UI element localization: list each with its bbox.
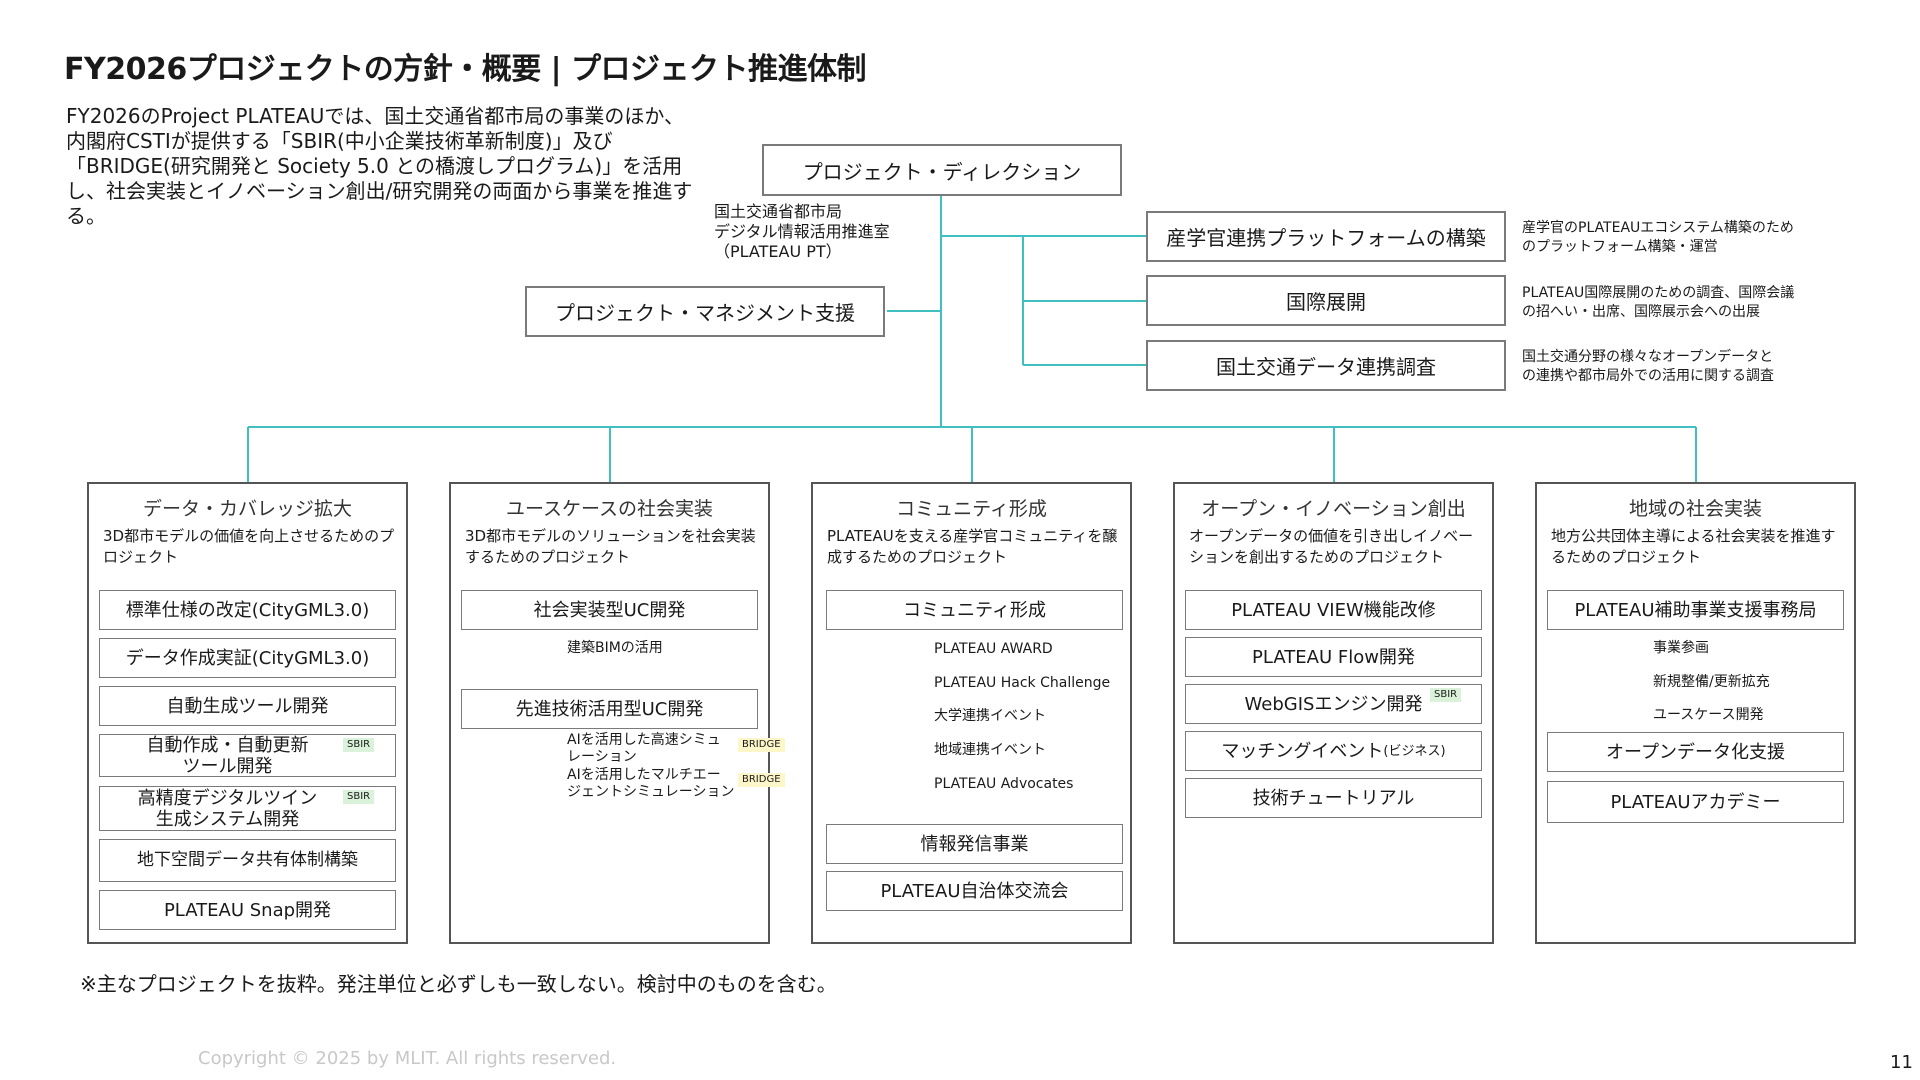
item-box: 技術チュートリアル	[1185, 778, 1482, 818]
panel-desc: 3D都市モデルの価値を向上させるためのプロジェクト	[103, 527, 395, 566]
sub-item: PLATEAU Hack Challenge	[934, 675, 1111, 691]
item-box: 地下空間データ共有体制構築	[99, 839, 396, 882]
panel-data-coverage: データ・カバレッジ拡大 3D都市モデルの価値を向上させるためのプロジェクト 標準…	[87, 482, 408, 944]
panel-regional: 地域の社会実装 地方公共団体主導による社会実装を推進するためのプロジェクト PL…	[1535, 482, 1856, 944]
sub-item: AIを活用したマルチエー ジェントシミュレーション	[567, 767, 735, 800]
right-item-platform-desc: 産学官のPLATEAUエコシステム構築のため のプラットフォーム構築・運営	[1522, 220, 1794, 255]
owner-label: 国土交通省都市局 デジタル情報活用推進室 （PLATEAU PT）	[714, 202, 890, 261]
right-item-international: 国際展開	[1146, 275, 1506, 326]
panel-community: コミュニティ形成 PLATEAUを支える産学官コミュニティを醸成するためのプロジ…	[811, 482, 1132, 944]
right-item-international-desc: PLATEAU国際展開のための調査、国際会議 の招へい・出席、国際展示会への出展	[1522, 285, 1795, 320]
intro-text: FY2026のProject PLATEAUでは、国土交通省都市局の事業のほか、…	[66, 104, 693, 228]
panel-desc: オープンデータの価値を引き出しイノベーションを創出するためのプロジェクト	[1189, 527, 1474, 566]
item-box: PLATEAU自治体交流会	[826, 871, 1123, 911]
panel-title: コミュニティ形成	[896, 498, 1047, 520]
panel-title: データ・カバレッジ拡大	[142, 498, 352, 520]
item-box: マッチングイベント(ビジネス)	[1185, 731, 1482, 771]
sub-item: ユースケース開発	[1653, 707, 1764, 723]
item-box: コミュニティ形成	[826, 590, 1123, 630]
sbir-tag: SBIR	[343, 790, 375, 804]
panel-desc: 地方公共団体主導による社会実装を推進するためのプロジェクト	[1551, 527, 1836, 566]
footnote: ※主なプロジェクトを抜粋。発注単位と必ずしも一致しない。検討中のものを含む。	[80, 972, 837, 996]
item-box: PLATEAU VIEW機能改修	[1185, 590, 1482, 630]
direction-box: プロジェクト・ディレクション	[762, 144, 1122, 196]
item-box: 先進技術活用型UC開発	[461, 689, 758, 729]
sbir-tag: SBIR	[343, 738, 375, 752]
panel-usecase: ユースケースの社会実装 3D都市モデルのソリューションを社会実装するためのプロジ…	[449, 482, 785, 944]
sub-item: 大学連携イベント	[934, 708, 1046, 724]
copyright: Copyright © 2025 by MLIT. All rights res…	[198, 1048, 617, 1069]
sub-item: 地域連携イベント	[934, 742, 1046, 758]
panel-desc: PLATEAUを支える産学官コミュニティを醸成するためのプロジェクト	[827, 527, 1118, 566]
panel-title: ユースケースの社会実装	[505, 498, 714, 520]
item-box: PLATEAUアカデミー	[1547, 781, 1844, 823]
sub-item: AIを活用した高速シミュ レーション	[567, 732, 721, 765]
item-box: 情報発信事業	[826, 824, 1123, 864]
panel-title: 地域の社会実装	[1628, 498, 1762, 520]
bridge-tag: BRIDGE	[738, 773, 785, 787]
page-number: 11	[1890, 1052, 1913, 1073]
panel-open-innovation: オープン・イノベーション創出 オープンデータの価値を引き出しイノベーションを創出…	[1173, 482, 1494, 944]
panel-desc: 3D都市モデルのソリューションを社会実装するためのプロジェクト	[465, 527, 756, 566]
bridge-tag: BRIDGE	[738, 738, 785, 752]
sub-item: PLATEAU Advocates	[934, 776, 1074, 792]
sub-item: PLATEAU AWARD	[934, 641, 1053, 657]
management-box: プロジェクト・マネジメント支援	[525, 286, 885, 337]
item-box: 標準仕様の改定(CityGML3.0)	[99, 590, 396, 630]
item-box: データ作成実証(CityGML3.0)	[99, 638, 396, 678]
sub-item: 新規整備/更新拡充	[1653, 674, 1770, 690]
sub-item: 建築BIMの活用	[567, 640, 663, 656]
item-box: PLATEAU Snap開発	[99, 890, 396, 930]
item-box: 社会実装型UC開発	[461, 590, 758, 630]
right-item-data-survey: 国土交通データ連携調査	[1146, 340, 1506, 391]
item-box: オープンデータ化支援	[1547, 732, 1844, 772]
item-box: PLATEAU Flow開発	[1185, 637, 1482, 677]
item-box: 自動生成ツール開発	[99, 686, 396, 726]
sub-item: 事業参画	[1653, 640, 1709, 656]
page-title: FY2026プロジェクトの方針・概要 | プロジェクト推進体制	[64, 52, 867, 87]
sbir-tag: SBIR	[1430, 688, 1462, 702]
right-item-data-survey-desc: 国土交通分野の様々なオープンデータと の連携や都市局外での活用に関する調査	[1522, 349, 1774, 384]
right-item-platform: 産学官連携プラットフォームの構築	[1146, 211, 1506, 262]
item-box: PLATEAU補助事業支援事務局	[1547, 590, 1844, 630]
panel-title: オープン・イノベーション創出	[1201, 498, 1466, 520]
